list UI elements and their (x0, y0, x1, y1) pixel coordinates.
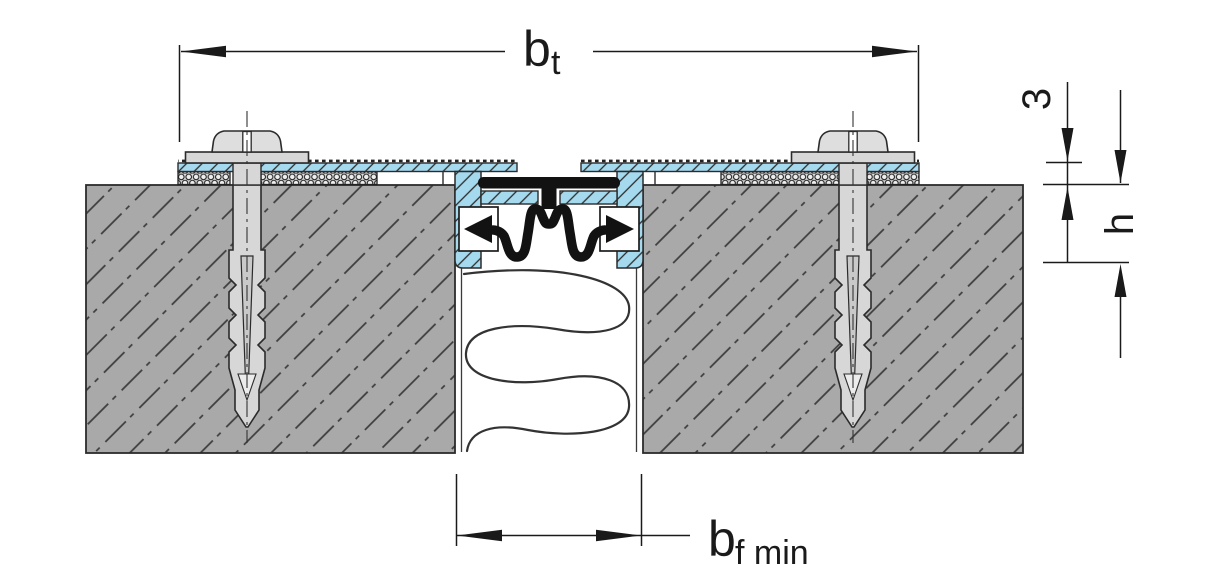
rubber-membrane (488, 204, 610, 262)
bt-label-sub: t (551, 44, 561, 82)
surface-profile-right (580, 159, 920, 186)
foam-backing (460, 268, 638, 453)
surface-profile-left (177, 159, 518, 186)
bf-min-label: b (708, 511, 736, 567)
serrated-surface (581, 159, 919, 164)
left-barb-arrow (464, 215, 492, 243)
foam-tape (260, 170, 378, 186)
center-joint-profile (454, 170, 644, 269)
protrusion-label: 3 (1015, 88, 1059, 110)
right-concrete-slab (642, 184, 1024, 454)
bt-label: b (523, 21, 551, 77)
serrated-surface (178, 159, 517, 164)
dimension-h: h (1043, 90, 1142, 358)
dimension-protrusion-3: 3 (1015, 82, 1082, 263)
foam-loops (462, 269, 631, 453)
foam-tape (177, 170, 231, 186)
rubber-stem (541, 186, 557, 209)
left-concrete-slab (85, 184, 456, 454)
rubber-cover-bar (478, 177, 620, 189)
bf-min-label-sub: f min (735, 534, 809, 572)
right-barb-arrow (606, 215, 634, 243)
dimension-bf-min: b f min (455, 474, 809, 572)
dimension-bt: b t (178, 21, 920, 142)
foam-tape (866, 170, 920, 186)
h-label: h (1098, 213, 1142, 235)
foam-tape (720, 170, 840, 186)
rubber-insert (464, 177, 634, 262)
